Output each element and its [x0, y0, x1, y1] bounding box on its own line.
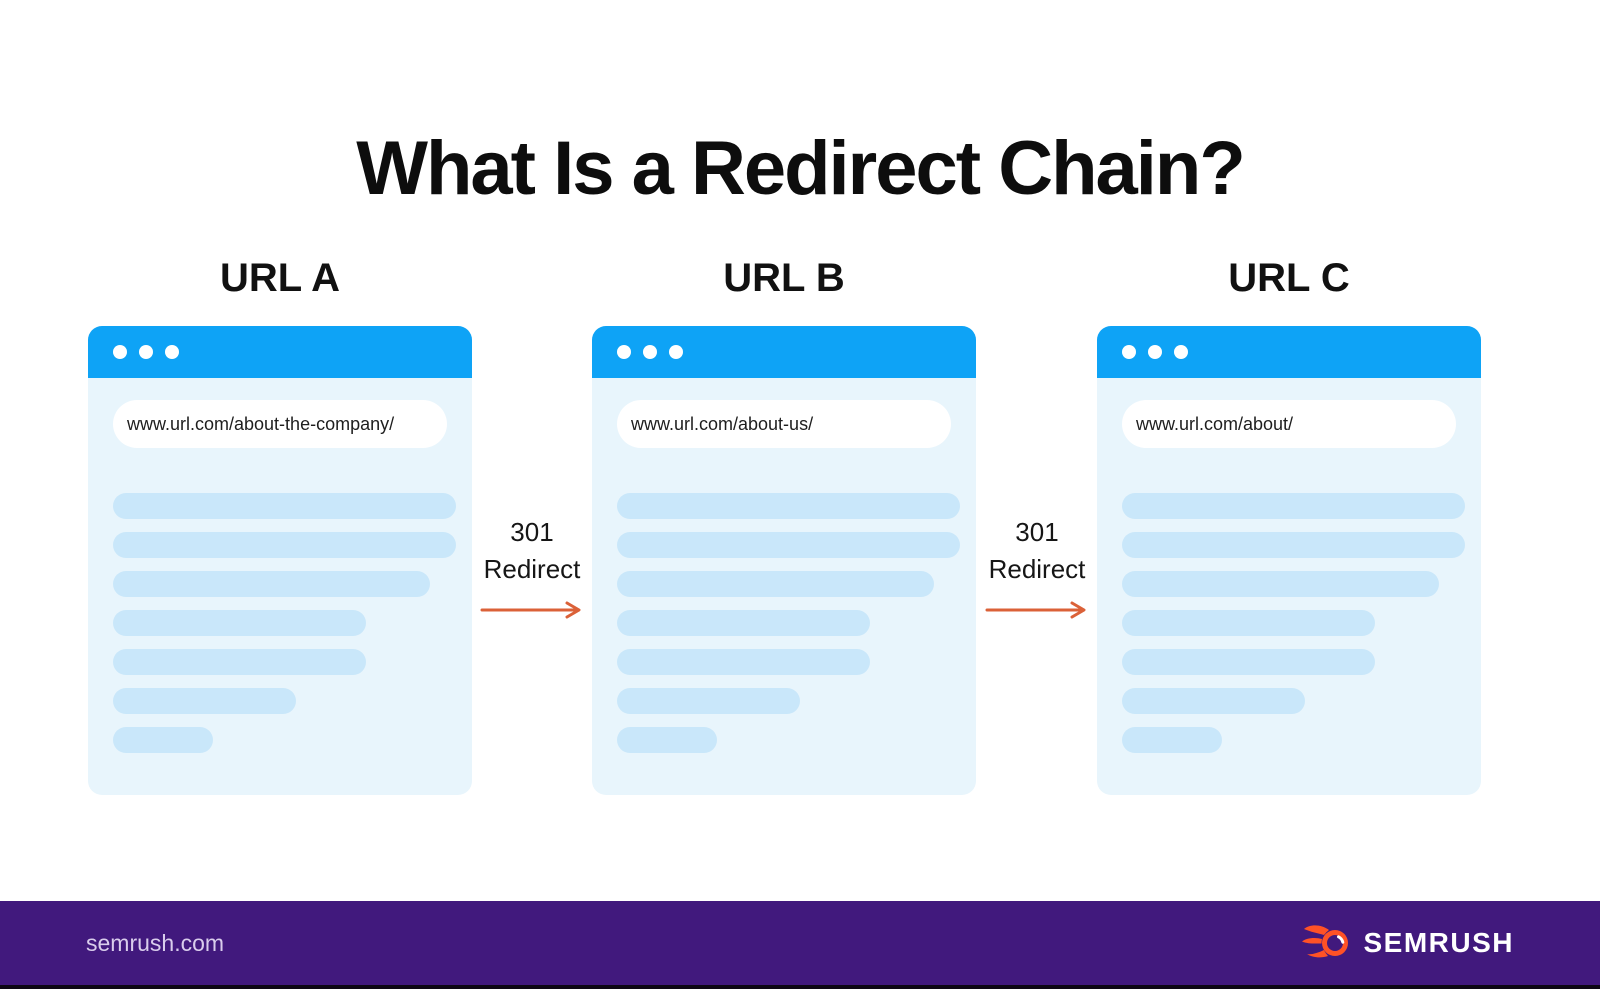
content-placeholder-line	[617, 727, 717, 753]
redirect-step-2: 301 Redirect	[957, 514, 1117, 620]
browser-window-a: www.url.com/about-the-company/	[88, 326, 472, 795]
window-control-dot	[1122, 345, 1136, 359]
footer-bar: semrush.com SEMRUSH	[0, 901, 1600, 985]
redirect-code: 301	[510, 517, 554, 547]
browser-titlebar	[88, 326, 472, 378]
content-placeholder-line	[617, 610, 870, 636]
browser-window-c: www.url.com/about/	[1097, 326, 1481, 795]
content-placeholder-line	[113, 493, 456, 519]
address-bar: www.url.com/about/	[1122, 400, 1456, 448]
address-bar: www.url.com/about-us/	[617, 400, 951, 448]
browser-titlebar	[592, 326, 976, 378]
content-placeholder-line	[1122, 688, 1305, 714]
window-control-dot	[669, 345, 683, 359]
window-control-dot	[165, 345, 179, 359]
window-control-dot	[113, 345, 127, 359]
page-title: What Is a Redirect Chain?	[356, 125, 1246, 211]
content-placeholder-line	[1122, 610, 1375, 636]
window-control-dot	[617, 345, 631, 359]
window-control-dot	[643, 345, 657, 359]
redirect-word: Redirect	[483, 554, 581, 584]
window-control-dot	[1174, 345, 1188, 359]
window-control-dot	[139, 345, 153, 359]
address-bar: www.url.com/about-the-company/	[113, 400, 447, 448]
content-placeholder-line	[1122, 727, 1222, 753]
page-content-skeleton	[88, 493, 472, 753]
content-placeholder-line	[113, 649, 366, 675]
window-control-dot	[1148, 345, 1162, 359]
bottom-edge-strip	[0, 985, 1600, 989]
content-placeholder-line	[113, 727, 213, 753]
content-placeholder-line	[617, 571, 934, 597]
redirect-word: Redirect	[988, 554, 1086, 584]
footer-site-label: semrush.com	[86, 929, 225, 956]
right-arrow-icon	[480, 601, 581, 619]
content-placeholder-line	[617, 493, 960, 519]
redirect-step-1: 301 Redirect	[452, 514, 612, 620]
page-content-skeleton	[1097, 493, 1481, 753]
browser-titlebar	[1097, 326, 1481, 378]
right-arrow-icon	[985, 601, 1086, 619]
content-placeholder-line	[617, 688, 800, 714]
redirect-code: 301	[1015, 517, 1059, 547]
url-c-label: URL C	[1228, 256, 1350, 300]
content-placeholder-line	[113, 532, 456, 558]
content-placeholder-line	[1122, 571, 1439, 597]
content-placeholder-line	[113, 610, 366, 636]
browser-window-b: www.url.com/about-us/	[592, 326, 976, 795]
content-placeholder-line	[617, 649, 870, 675]
content-placeholder-line	[1122, 493, 1465, 519]
url-a-label: URL A	[220, 256, 340, 300]
page-content-skeleton	[592, 493, 976, 753]
url-b-label: URL B	[723, 256, 845, 300]
content-placeholder-line	[113, 571, 430, 597]
semrush-flame-icon	[1302, 925, 1349, 958]
semrush-logo: SEMRUSH	[1301, 923, 1514, 963]
semrush-wordmark: SEMRUSH	[1363, 927, 1514, 958]
content-placeholder-line	[617, 532, 960, 558]
content-placeholder-line	[1122, 532, 1465, 558]
content-placeholder-line	[1122, 649, 1375, 675]
content-placeholder-line	[113, 688, 296, 714]
